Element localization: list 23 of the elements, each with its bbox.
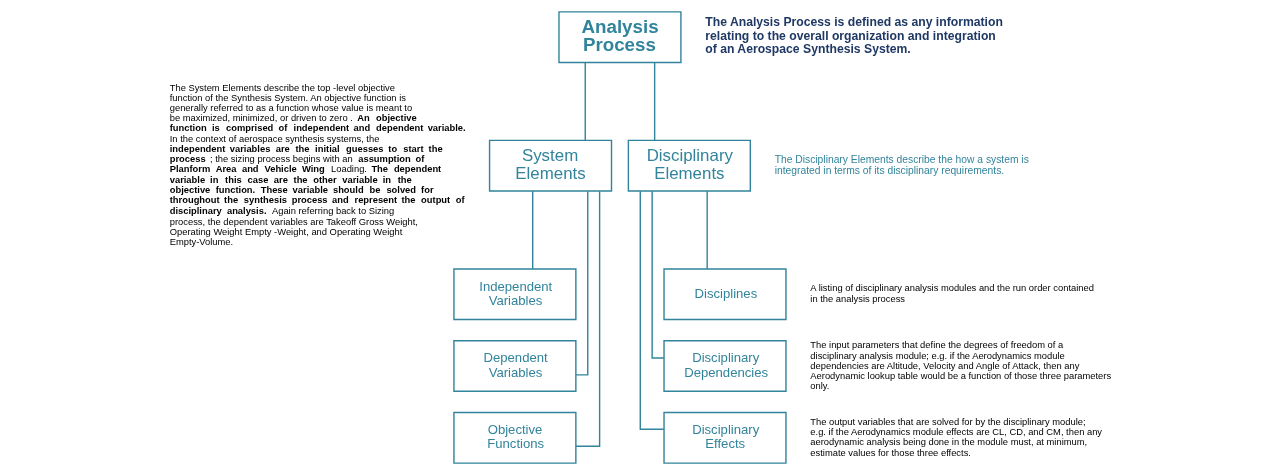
node-box: Disciplinary Effects <box>663 411 787 464</box>
node-box: Disciplinary Elements <box>627 139 752 192</box>
connector <box>575 190 601 447</box>
connector <box>532 190 534 270</box>
connector <box>575 190 589 376</box>
node-label: The Disciplinary Elements describe the how a system is integrated in terms of its disciplinary requirements. <box>774 153 1029 176</box>
node-box: Independent Variables <box>453 268 577 321</box>
node-label: The input parameters that define the degrees of freedom of a disciplinary analysis module; e.g. if the Aerodynamics module dependencies are Altitude, Velocity and Angle of Attack, then any Aerodynamic lookup table would be a function of those three parameters only. <box>810 340 1112 392</box>
node-label: The Analysis Process is defined as any information relating to the overall organization and integration of an Aerospace Synthesis System. <box>705 15 1003 56</box>
node-label: A listing of disciplinary analysis modules and the run order contained in the analysis process <box>810 283 1094 304</box>
node-box: Disciplinary Dependencies <box>663 339 787 393</box>
node-box: Disciplines <box>663 268 787 321</box>
node-box: Dependent Variables <box>453 339 577 393</box>
connector <box>653 61 656 142</box>
node-box: System Elements <box>488 139 613 192</box>
connector <box>639 190 665 430</box>
node-label: The System Elements describe the top -level objective function of the Synthesis System. An objective function is generally referred to as a function whose value is meant to be maximized, minimized, or driven to zero . An objective function is comprised of independent and dependent variable. In the context of aerospace synthesis systems, the independent variables are the initial guesses to start the process ; the sizing process begins with an assumption of Planform Area and Vehicle Wing Loading. The dependent variable in this case are the other variable in the objective function. These variable should be solved for throughout the synthesis process and represent the output of disciplinary analysis. Again referring back to Sizing process, the dependent variables are Takeoff Gross Weight, Operating Weight Empty -Weight, and Operating Weight Empty-Volume. <box>169 82 466 248</box>
node-box: Objective Functions <box>453 411 577 464</box>
connector <box>651 190 665 359</box>
connector <box>584 61 586 142</box>
node-box: Analysis Process <box>558 11 682 64</box>
connector <box>706 190 708 270</box>
node-label: The output variables that are solved for by the disciplinary module; e.g. if the Aerodynamics module effects are CL, CD, and CM, then any aerodynamic analysis being done in the module must, at minimum, estimate values for those three effects. <box>810 416 1103 458</box>
